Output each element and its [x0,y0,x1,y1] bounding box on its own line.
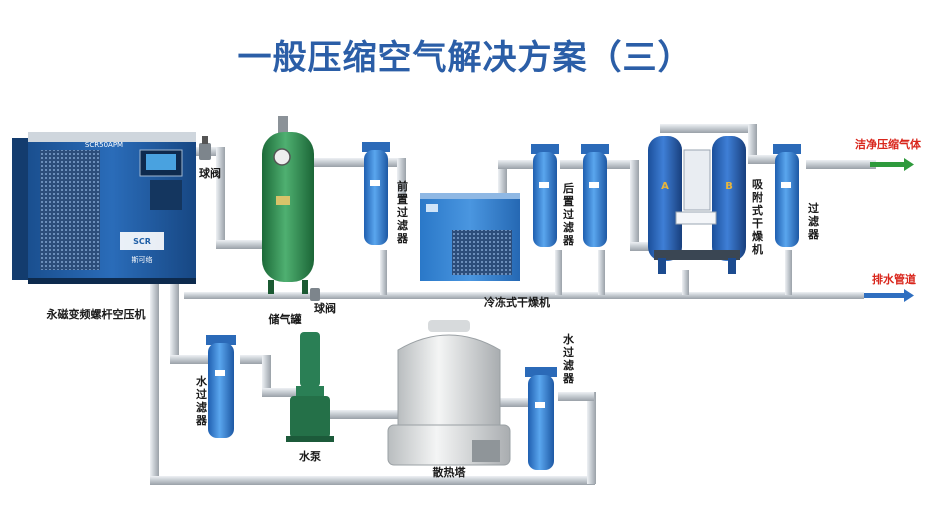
label-pre-filter: 前置过滤器 [396,179,409,245]
label-dryer: 冷冻式干燥机 [484,295,550,309]
filter-icon [531,144,559,247]
air-compressor-icon: SCR 斯可络 SCR50APM [12,132,196,284]
label-ball-valve-bottom: 球阀 [314,301,336,315]
page-title: 一般压缩空气解决方案（三） [237,38,693,78]
adsorption-dryer-icon: A B [648,136,746,274]
label-ball-valve-top: 球阀 [199,166,221,180]
air-tank-icon [262,116,314,294]
filter-icon [525,367,557,470]
compressor-model: SCR50APM [85,141,123,149]
label-adsorption-dryer: 吸附式干燥机 [752,178,764,256]
cooling-tower-icon [387,320,511,466]
label-tank: 储气罐 [269,312,302,326]
output-air-arrow-icon [870,158,914,171]
label-output-air: 洁净压缩气体 [855,137,922,151]
ball-valve-icon [199,136,211,160]
filter-icon [773,144,801,247]
refrigerated-dryer-icon [420,193,520,281]
air-pipes [184,124,876,299]
label-post-filter: 后置过滤器 [562,181,575,247]
label-compressor: 永磁变频螺杆空压机 [46,307,146,321]
water-pump-icon [286,332,334,442]
label-cooling-tower: 散热塔 [433,465,467,479]
water-pipes [150,282,596,485]
label-water-filter-right: 水过滤器 [562,332,575,385]
label-water-filter-left: 水过滤器 [195,374,208,427]
ball-valve-icon [310,288,320,301]
label-drain: 排水管道 [872,272,916,286]
tower-b-label: B [725,181,733,192]
compressor-brand-cn: 斯可络 [132,255,153,264]
compressor-brand: SCR [133,237,151,246]
drain-arrow-icon [864,289,914,302]
filter-icon [206,335,236,438]
label-filter: 过滤器 [807,201,820,241]
label-water-pump: 水泵 [299,449,321,463]
filter-icon [581,144,609,247]
filter-icon [362,142,390,245]
tower-a-label: A [661,181,669,192]
